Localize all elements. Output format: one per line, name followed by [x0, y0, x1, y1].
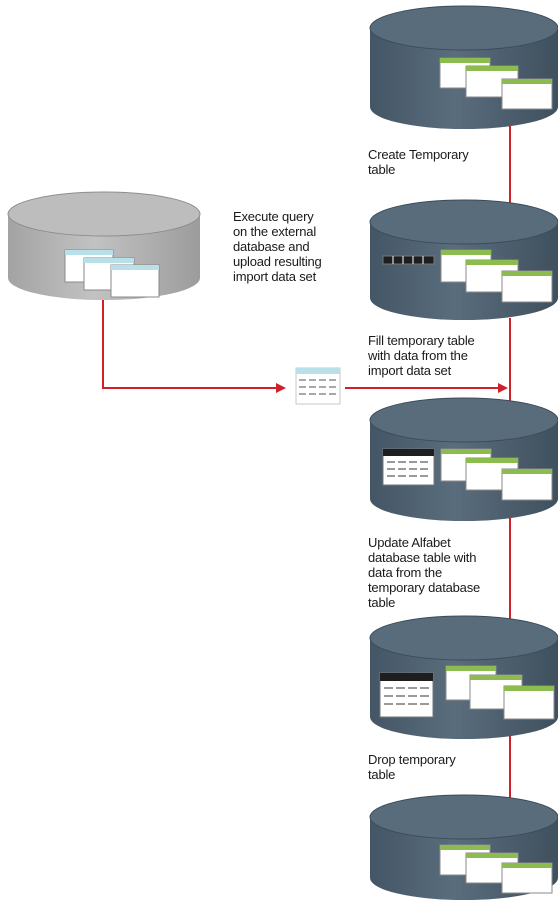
table-stack-icon — [440, 448, 553, 501]
table-stack-icon — [439, 57, 553, 110]
table-stack-icon — [440, 249, 553, 303]
temporary-table-icon — [379, 672, 434, 718]
label-update-alfabet-table: Update Alfabet database table with data … — [368, 535, 481, 610]
table-stack-icon — [64, 249, 160, 298]
label-execute-query: Execute query on the external database a… — [233, 209, 322, 284]
table-stack-icon — [445, 665, 555, 720]
alfabet-database-with-temp-table — [369, 199, 558, 320]
alfabet-database-filled-temp — [369, 397, 558, 521]
alfabet-database-initial — [369, 5, 558, 129]
label-fill-temporary-table: Fill temporary table with data from the … — [368, 333, 475, 378]
alfabet-database-final — [369, 794, 558, 900]
alfabet-database-updated — [369, 615, 558, 739]
label-drop-temporary-table: Drop temporary table — [368, 752, 456, 782]
import-table-icon — [295, 367, 341, 405]
temporary-table-icon — [382, 255, 435, 265]
temporary-table-icon — [382, 448, 435, 486]
arrow-external-to-import — [102, 297, 286, 393]
flow-arrows — [102, 125, 515, 832]
table-stack-icon — [439, 844, 553, 894]
external-database — [7, 191, 201, 300]
label-create-temporary-table: Create Temporary table — [368, 147, 469, 177]
